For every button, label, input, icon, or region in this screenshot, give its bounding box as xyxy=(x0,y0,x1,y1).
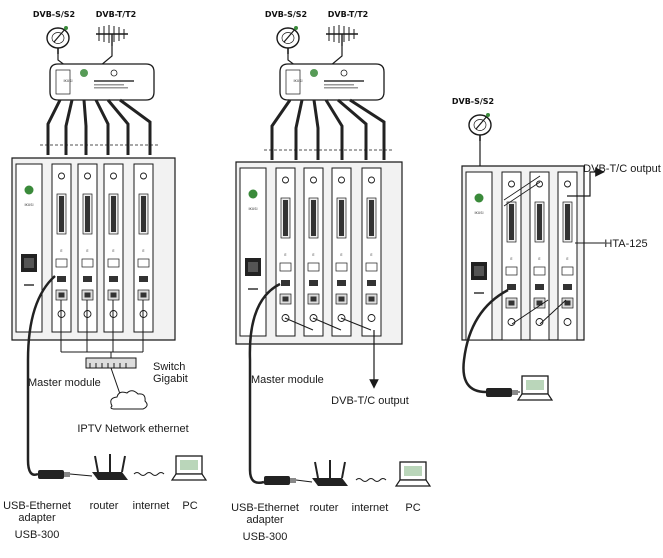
sys3-sat-label: DVB-S/S2 xyxy=(452,97,494,106)
satellite-dish-icon xyxy=(276,25,300,55)
system-2: DVB-S/S2 DVB-T/T2 IKUSI DVB-T/C output M… xyxy=(231,10,431,543)
sys1-switch-label-1: Switch xyxy=(153,361,185,373)
sys2-amplifier-logo: IKUSI xyxy=(293,79,302,83)
sys3-chassis xyxy=(461,165,585,341)
sys2-module xyxy=(303,167,324,337)
system-3: DVB-S/S2 DVB-T/C output HTA-125 xyxy=(452,97,661,401)
router-icon xyxy=(311,459,349,487)
sys3-hta-label: HTA-125 xyxy=(604,238,647,250)
sys2-adapter-label-1: USB-Ethernet xyxy=(231,502,299,514)
sys2-master-module xyxy=(239,167,267,337)
switch-gigabit xyxy=(85,357,137,369)
sys2-adapter-model: USB-300 xyxy=(243,531,288,543)
laptop-icon xyxy=(395,461,431,487)
sys1-adapter-label-2: adapter xyxy=(18,512,56,524)
sys1-master-module xyxy=(15,163,43,333)
ethernet-cloud-icon xyxy=(110,390,148,410)
yagi-antenna-icon xyxy=(325,24,359,47)
sys3-hta-module xyxy=(557,171,578,341)
sys2-master-label: Master module xyxy=(251,374,324,386)
router-icon xyxy=(91,453,129,481)
satellite-dish-icon xyxy=(468,112,492,142)
usb-ethernet-adapter-icon xyxy=(264,476,296,485)
sys1-router-label: router xyxy=(90,500,119,512)
sys3-module xyxy=(529,171,550,341)
sys1-ter-label: DVB-T/T2 xyxy=(96,10,136,19)
sys2-module xyxy=(275,167,296,337)
sys2-ter-label: DVB-T/T2 xyxy=(328,10,368,19)
sys2-sat-label: DVB-S/S2 xyxy=(265,10,307,19)
sys1-amplifier-logo: IKUSI xyxy=(63,79,72,83)
sys3-module xyxy=(501,171,522,341)
sys1-network-label: IPTV Network ethernet xyxy=(77,423,188,435)
sys3-output-label: DVB-T/C output xyxy=(583,163,661,175)
sys1-pc-label: PC xyxy=(182,500,197,512)
yagi-antenna-icon xyxy=(95,24,129,47)
sys2-adapter-label-2: adapter xyxy=(246,514,284,526)
usb-ethernet-adapter-icon xyxy=(38,470,70,479)
sys2-module xyxy=(331,167,352,337)
sys2-pc-label: PC xyxy=(405,502,420,514)
sys1-sat-label: DVB-S/S2 xyxy=(33,10,75,19)
sys2-output-label: DVB-T/C output xyxy=(331,395,409,407)
sys1-adapter-model: USB-300 xyxy=(15,529,60,541)
sys2-router-label: router xyxy=(310,502,339,514)
sys1-switch-label-2: Gigabit xyxy=(153,373,188,385)
usb-ethernet-adapter-icon xyxy=(486,388,518,397)
sys1-master-label: Master module xyxy=(28,377,101,389)
laptop-icon xyxy=(171,455,207,481)
satellite-dish-icon xyxy=(46,25,70,55)
sys1-adapter-label-1: USB-Ethernet xyxy=(3,500,71,512)
sys1-internet-label: internet xyxy=(133,500,170,512)
system-1: DVB-S/S2 DVB-T/T2 IKUSI Switch Gigabit I… xyxy=(3,10,207,541)
laptop-icon xyxy=(517,375,553,401)
sys2-module xyxy=(361,167,382,337)
sys2-internet-label: internet xyxy=(352,502,389,514)
